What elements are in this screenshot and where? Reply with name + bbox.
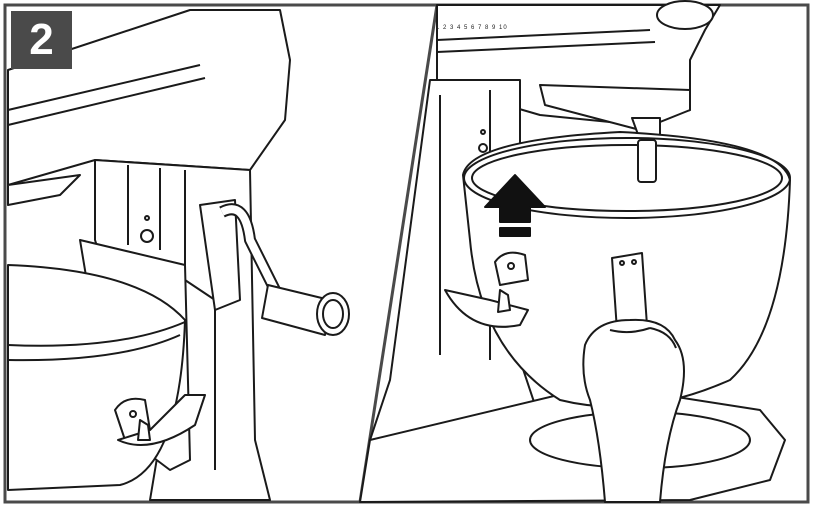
speed-scale-label: 1 2 3 4 5 6 7 8 9 10: [436, 25, 508, 31]
bowl-lift-arrow-up-icon: [484, 174, 546, 237]
crank-mount: [199, 199, 241, 311]
right-panel: [359, 0, 791, 503]
beater-shaft-housing: [7, 174, 81, 206]
step-number-badge: 2: [11, 11, 72, 69]
speed-control-knob: [656, 0, 714, 30]
mixer-head: [7, 9, 291, 186]
bowl-lift-crank-icon: [261, 284, 350, 336]
panel-divider: [358, 4, 439, 503]
left-panel: [7, 9, 350, 501]
hand-icon: [582, 318, 685, 503]
lift-indicator: [140, 229, 154, 243]
